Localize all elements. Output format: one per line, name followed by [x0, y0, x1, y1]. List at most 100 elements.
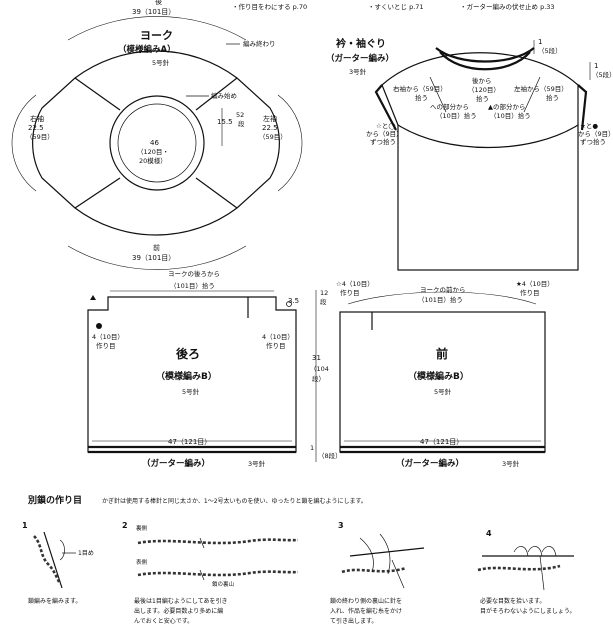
collar-mid-right-pick-1: ▲の部分から: [488, 102, 526, 111]
back-subtitle: （模様編みB）: [156, 370, 217, 382]
yoke-back-label: 後: [155, 0, 162, 6]
collar-side-right-2: から（9目）: [578, 130, 613, 138]
collar-top-right-dim-1: 1: [538, 38, 542, 46]
front-title: 前: [436, 346, 448, 361]
collar-mid-left-pick-2: （10目）拾う: [436, 111, 477, 120]
back-left-mark-2: 作り目: [96, 341, 116, 350]
step2-number: 2: [122, 521, 128, 530]
step4-text-2: 目がそろわないようにしましょう。: [480, 607, 576, 615]
back-left-mark-1: 4（10目）: [92, 333, 124, 341]
back-top-pick-1: ヨークの後ろから: [168, 269, 220, 278]
step2-text-3: んでおくと安心です。: [134, 617, 193, 625]
step2-text-2: 出します。必要目数より多めに編: [134, 607, 223, 615]
collar-needle: 3号針: [349, 67, 367, 76]
step3-illustration: [341, 533, 425, 589]
step2-label-c: 鎖の裏山: [212, 580, 234, 588]
yoke-left-sleeve-label: 左袖: [263, 114, 277, 123]
back-triangle-mark: [90, 295, 96, 300]
front-needle: 5号針: [434, 387, 452, 396]
front-body-outline: [339, 311, 546, 453]
collar-side-right-3: ずつ拾う: [580, 137, 606, 146]
yoke-title: ヨーク: [140, 29, 173, 42]
yoke-left-sleeve-dim-2: （59目）: [259, 133, 287, 141]
front-body-diagram: ☆4（10目） 作り目 ヨークの前から （101目）拾う ★4（10目） 作り目…: [336, 280, 554, 469]
yoke-diagram: 後 39（101目） ヨーク （模様編みA） 5号針 編み終わり 編み始め 15…: [11, 0, 303, 270]
yoke-center-dim-1: 46: [150, 139, 159, 147]
collar-mid-left-pick-1: への部分から: [430, 102, 469, 111]
yoke-inner-circle: [109, 95, 205, 191]
back-total-dim-2: （104: [310, 365, 329, 373]
step1-illustration: [33, 531, 76, 589]
back-hem-dim-1: 1: [310, 444, 314, 452]
collar-left-sleeve-pick-2: 拾う: [546, 93, 559, 102]
step2-text-1: 最後は1目編むようにしてあを引き: [134, 597, 227, 605]
collar-right-edge-dim-1: 1: [594, 62, 598, 70]
yoke-start-label: 編み始め: [211, 91, 237, 100]
step1-text: 鎖編みを編みます。: [28, 597, 81, 605]
collar-yoke: [381, 52, 579, 148]
front-subtitle: （模様編みB）: [408, 370, 469, 382]
collar-subtitle: （ガーター編み）: [326, 53, 394, 64]
front-left-mark-1: ☆4（10目）: [336, 280, 374, 288]
back-ring-mark: [286, 301, 292, 307]
collar-right-sleeve-pick-2: 拾う: [415, 93, 428, 102]
yoke-center-dim-3: 20模様）: [139, 156, 167, 165]
back-side-pick-1: 4（10目）: [262, 333, 294, 341]
back-width-dim: 47（121目）: [168, 438, 211, 446]
yoke-bottom-dim: 39（101目）: [132, 254, 175, 262]
header-note-2: ・すくいとじ p.71: [368, 3, 424, 11]
step3-number: 3: [338, 521, 344, 530]
front-width-dim: 47（121目）: [420, 438, 463, 446]
step3-text-3: て引き出します。: [330, 617, 377, 625]
step4-illustration: [477, 546, 574, 591]
collar-body: [397, 124, 579, 271]
header-note-3: ・ガーター編みの伏せ止め p.33: [460, 2, 555, 11]
collar-side-right-1: ★と●: [580, 122, 598, 130]
step4-number: 4: [486, 529, 492, 538]
step2-illustration: [137, 537, 299, 581]
back-hem-label: （ガーター編み）: [142, 458, 210, 469]
yoke-right-sleeve-dim-2: （59目）: [26, 133, 54, 141]
step1-label: 1目め: [78, 550, 94, 557]
back-title: 後ろ: [176, 346, 200, 361]
yoke-height-rows-1: 52: [236, 111, 244, 119]
yoke-right-sleeve-dim-1: 22.5: [28, 124, 44, 132]
back-total-dim-3: 段）: [312, 374, 325, 383]
yoke-height-dim: 15.5: [217, 118, 233, 126]
step3-text-1: 鎖の終わり側の裏山に針を: [330, 597, 402, 605]
yoke-right-sleeve-label: 右袖: [30, 114, 44, 123]
front-top-pick-1: ヨークの前から: [420, 285, 466, 294]
back-total-dim-1: 31: [312, 354, 321, 362]
front-hem-needle: 3号針: [502, 459, 520, 468]
back-hem-needle: 3号針: [248, 459, 266, 468]
collar-side-left-2: から（9目）: [366, 130, 403, 138]
step2-label-a: 裏側: [136, 524, 148, 532]
front-hem-label: （ガーター編み）: [396, 458, 464, 469]
yoke-top-dim: 39（101目）: [132, 8, 175, 16]
back-hem-dim-2: （8段）: [318, 451, 342, 460]
step1-number: 1: [22, 521, 28, 530]
yoke-needle: 5号針: [152, 58, 170, 67]
yoke-subtitle: （模様編みA）: [118, 44, 176, 55]
yoke-center-dim-2: （120目・: [137, 148, 169, 156]
front-right-mark-2: 作り目: [520, 288, 540, 297]
collar-back-pick-2: （120目）: [468, 86, 500, 94]
collar-title: 衿・袖ぐり: [336, 37, 386, 50]
provisional-cast-on-instructions: 別鎖の作り目 かぎ針は使用する棒針と同じ太さか、1〜2号太いものを使い、ゆったり…: [22, 494, 576, 625]
front-top-pick-2: （101目）拾う: [418, 295, 463, 304]
yoke-left-sleeve-dim-1: 22.5: [262, 124, 278, 132]
back-top-dim-2: 段: [320, 297, 327, 306]
step3-text-2: 入れ、作品を編む糸をかけ: [330, 607, 402, 615]
yoke-end-label: 編み終わり: [243, 39, 276, 48]
instructions-title: 別鎖の作り目: [27, 494, 82, 506]
instructions-note: かぎ針は使用する棒針と同じ太さか、1〜2号太いものを使い、ゆったりと鎖を編むよう…: [102, 497, 367, 505]
yoke-height-rows-2: 段: [238, 119, 245, 128]
back-needle: 5号針: [182, 387, 200, 396]
step2-label-b: 表側: [136, 558, 148, 566]
collar-right-sleeve-pick-1: 右袖から（59目）: [393, 84, 447, 93]
header-note-1: ・作り目をわにする p.70: [232, 2, 307, 11]
front-right-mark-1: ★4（10目）: [516, 280, 554, 288]
collar-back-pick-1: 後から: [472, 76, 492, 85]
collar-top-right-dim-2: （5段）: [538, 46, 562, 55]
